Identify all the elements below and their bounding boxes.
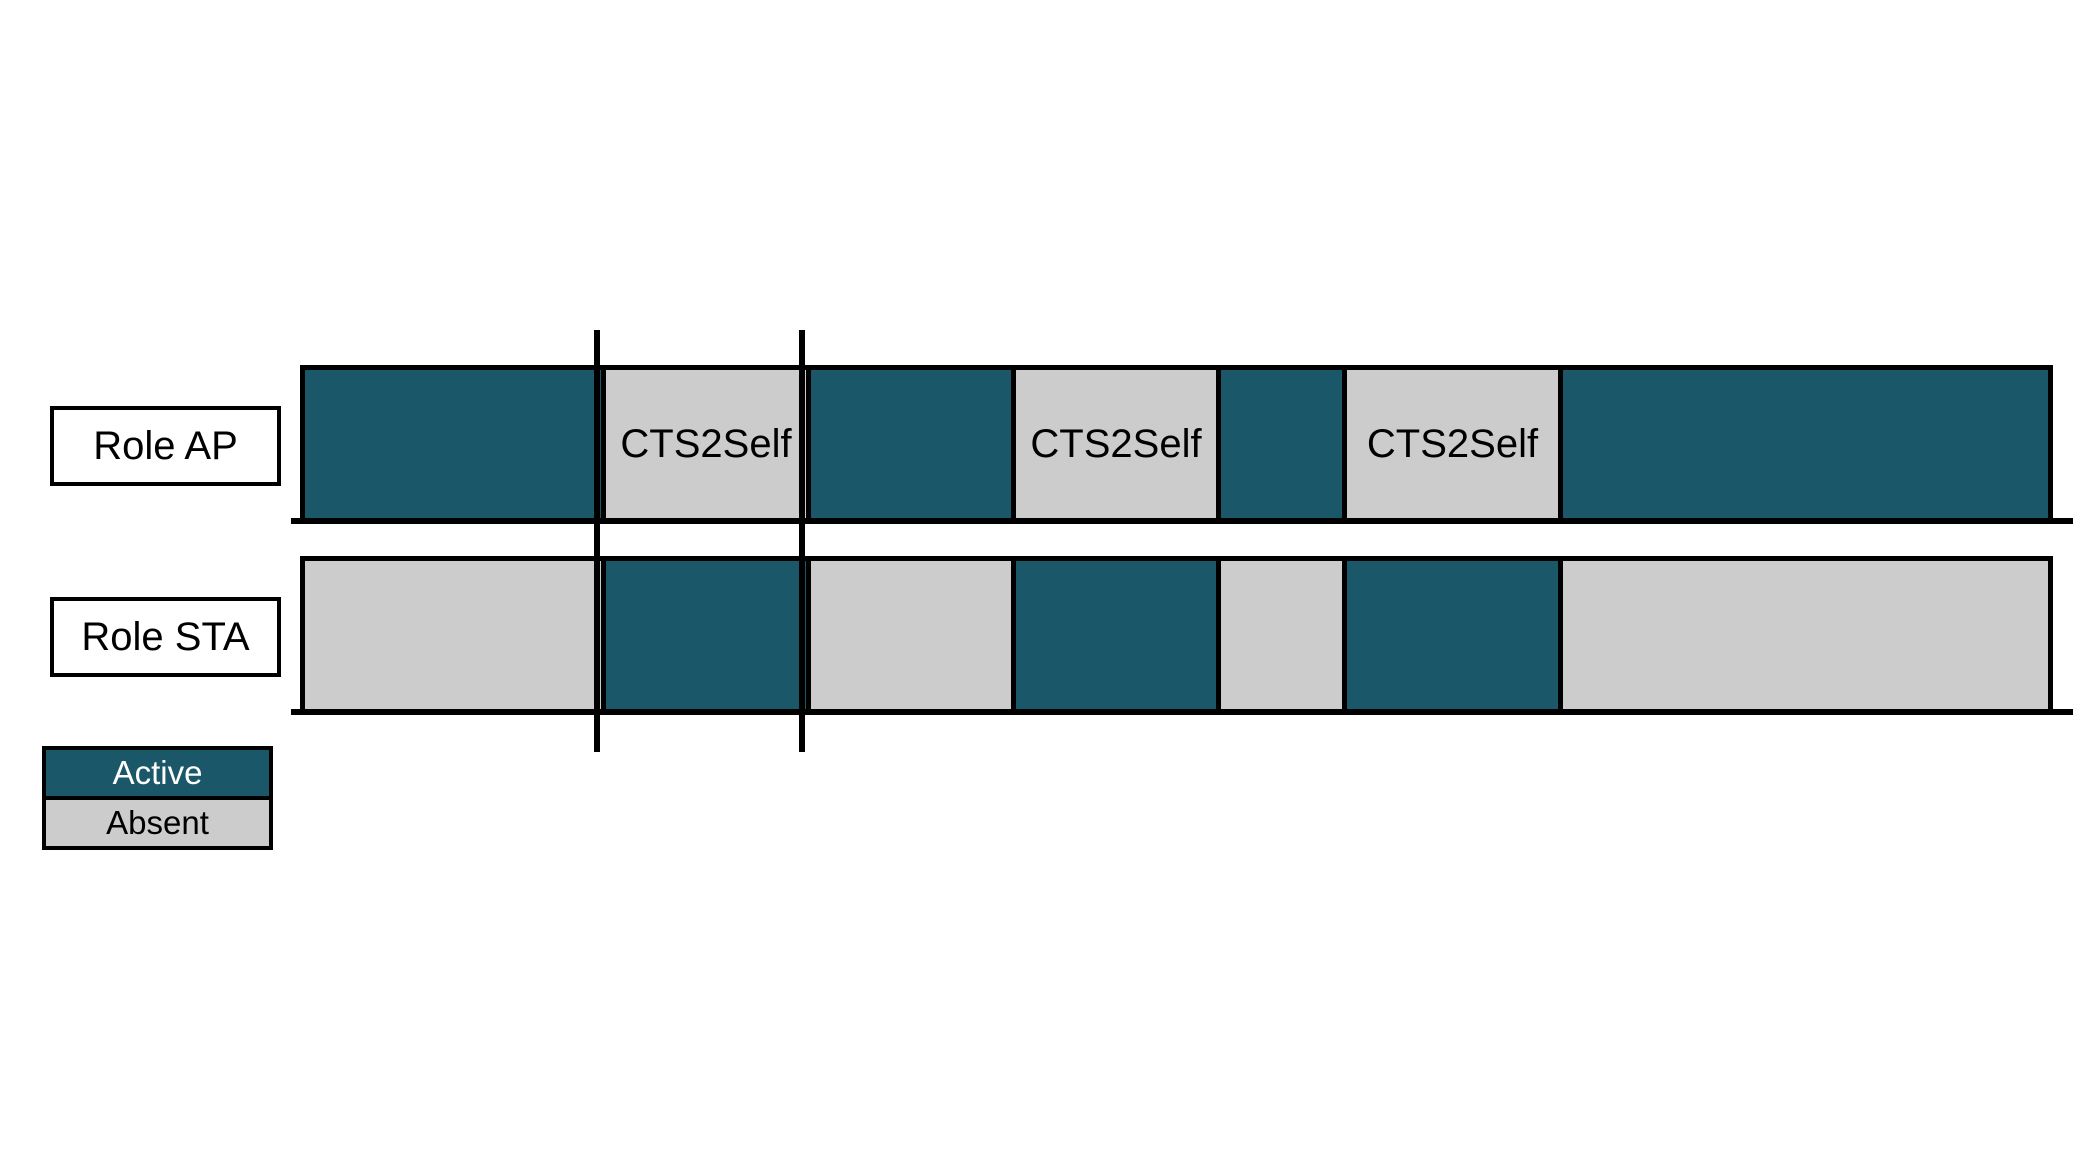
legend-active: Active [46, 750, 269, 796]
role-sta-track [300, 556, 2053, 714]
role-sta-label: Role STA [50, 597, 281, 677]
time-marker-line [594, 330, 600, 752]
ap-segment-cts2self: CTS2Self [1342, 370, 1558, 518]
ap-segment-cts2self: CTS2Self [1011, 370, 1216, 518]
ap-segment-cts2self: CTS2Self [601, 370, 806, 518]
role-ap-label: Role AP [50, 406, 281, 486]
sta-segment [1342, 561, 1558, 709]
time-marker-line [799, 330, 805, 752]
role-sta-baseline [291, 709, 2073, 715]
ap-segment [1216, 370, 1342, 518]
sta-segment [305, 561, 601, 709]
sta-segment [601, 561, 806, 709]
role-ap-baseline [291, 518, 2073, 524]
sta-segment [1558, 561, 2048, 709]
sta-segment [1011, 561, 1216, 709]
sta-segment [1216, 561, 1342, 709]
ap-segment [1558, 370, 2048, 518]
ap-segment [305, 370, 601, 518]
legend-absent: Absent [46, 796, 269, 846]
role-ap-track: CTS2Self CTS2Self CTS2Self [300, 365, 2053, 523]
ap-segment [806, 370, 1011, 518]
sta-segment [806, 561, 1011, 709]
legend: Active Absent [42, 746, 273, 850]
